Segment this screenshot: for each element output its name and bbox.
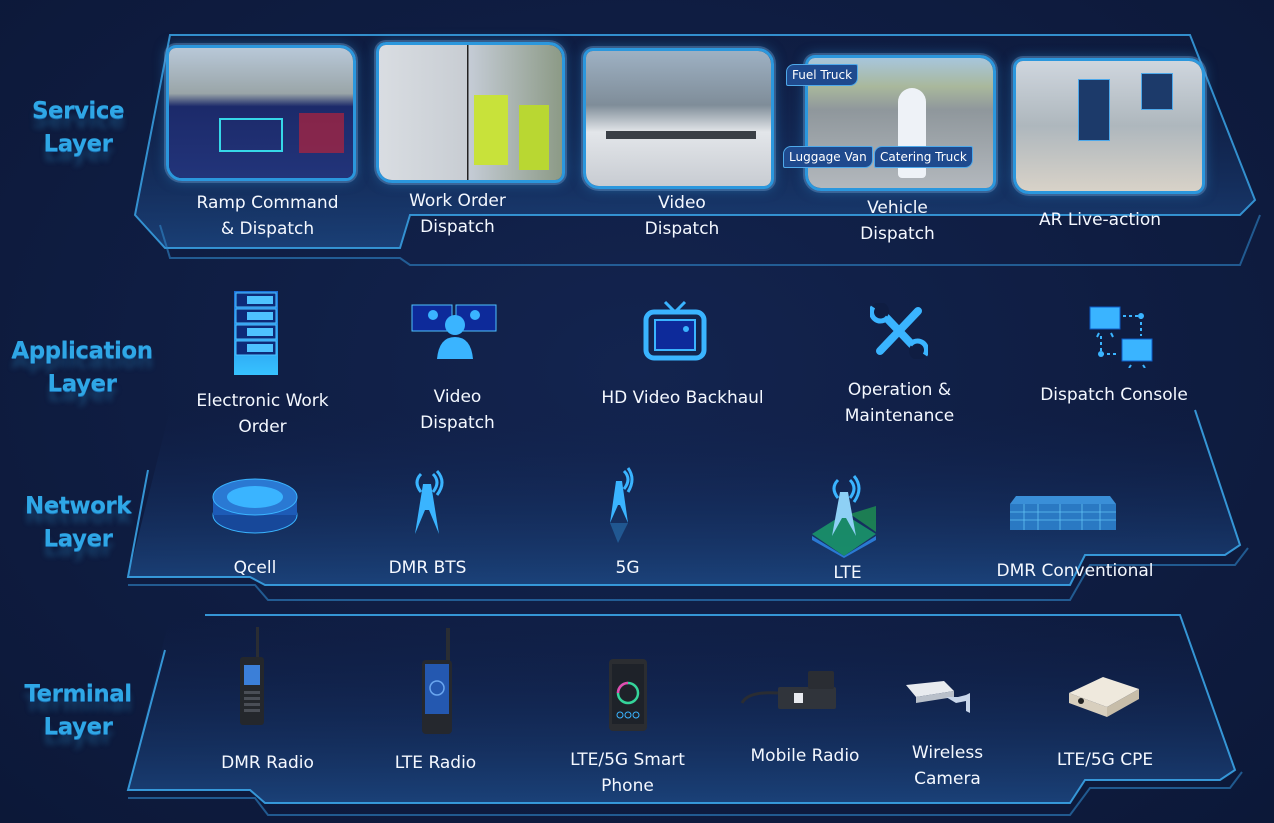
radio-tower-icon	[415, 470, 444, 534]
networked-monitors-icon	[1089, 306, 1153, 368]
net-item-dmr-conventional: DMR Conventional	[996, 561, 1154, 581]
terminal-item-wireless-camera: Wireless Camera	[911, 743, 984, 789]
terminal-item-dmr-radio: DMR Radio	[221, 753, 314, 773]
work-order-screenshot	[376, 42, 565, 183]
application-layer-label: Application Layer	[11, 338, 153, 397]
net-item-lte: LTE	[833, 563, 862, 583]
service-layer-label: Service Layer	[31, 98, 125, 157]
app-item-dispatch-console: Dispatch Console	[1040, 385, 1188, 405]
net-item-dmr-bts: DMR BTS	[388, 558, 467, 578]
video-dispatch-screenshot	[583, 48, 774, 189]
tag-catering-truck: Catering Truck	[874, 146, 973, 168]
tv-icon	[643, 300, 707, 361]
video-conference-icon	[411, 304, 497, 359]
terminal-layer-label: Terminal Layer	[24, 681, 132, 740]
app-item-video-dispatch: Video Dispatch	[420, 387, 495, 433]
app-item-hd-video-backhaul: HD Video Backhaul	[601, 388, 764, 408]
terminal-item-mobile-radio: Mobile Radio	[750, 746, 860, 766]
cpe-icon	[1069, 677, 1139, 717]
terminal-item-cpe: LTE/5G CPE	[1056, 750, 1154, 770]
tag-fuel-truck: Fuel Truck	[786, 64, 859, 86]
ar-live-action-screenshot	[1013, 58, 1205, 194]
app-item-electronic-work-order: Electronic Work Order	[196, 391, 329, 437]
net-item-qcell: Qcell	[233, 558, 277, 578]
service-item-vehicle-dispatch: Vehicle Dispatch	[860, 198, 935, 244]
network-layer-label: Network Layer	[24, 493, 132, 552]
terminal-item-lte-radio: LTE Radio	[394, 753, 477, 773]
qcell-device-icon	[212, 478, 298, 534]
mobile-radio-icon	[740, 671, 836, 709]
service-item-ar-live-action: AR Live-action	[1038, 210, 1162, 230]
net-item-5g: 5G	[615, 558, 640, 578]
lte-tower-icon	[812, 475, 876, 558]
smartphone-icon	[609, 659, 647, 731]
radio-tower-icon	[610, 467, 634, 543]
app-item-operation-maintenance: Operation & Maintenance	[844, 380, 955, 426]
service-item-work-order: Work Order Dispatch	[409, 191, 506, 237]
dmr-radio-icon	[240, 627, 264, 725]
tools-icon	[870, 303, 928, 359]
server-rack-icon	[234, 291, 278, 375]
camera-icon	[906, 681, 970, 713]
tag-luggage-van: Luggage Van	[783, 146, 873, 168]
terminal-item-smartphone: LTE/5G Smart Phone	[570, 750, 685, 796]
service-item-ramp-command: Ramp Command & Dispatch	[196, 193, 339, 239]
ramp-command-screenshot	[166, 45, 356, 181]
lte-radio-icon	[422, 628, 452, 734]
service-item-video-dispatch: Video Dispatch	[644, 193, 720, 239]
repeater-box-icon	[1010, 496, 1116, 530]
